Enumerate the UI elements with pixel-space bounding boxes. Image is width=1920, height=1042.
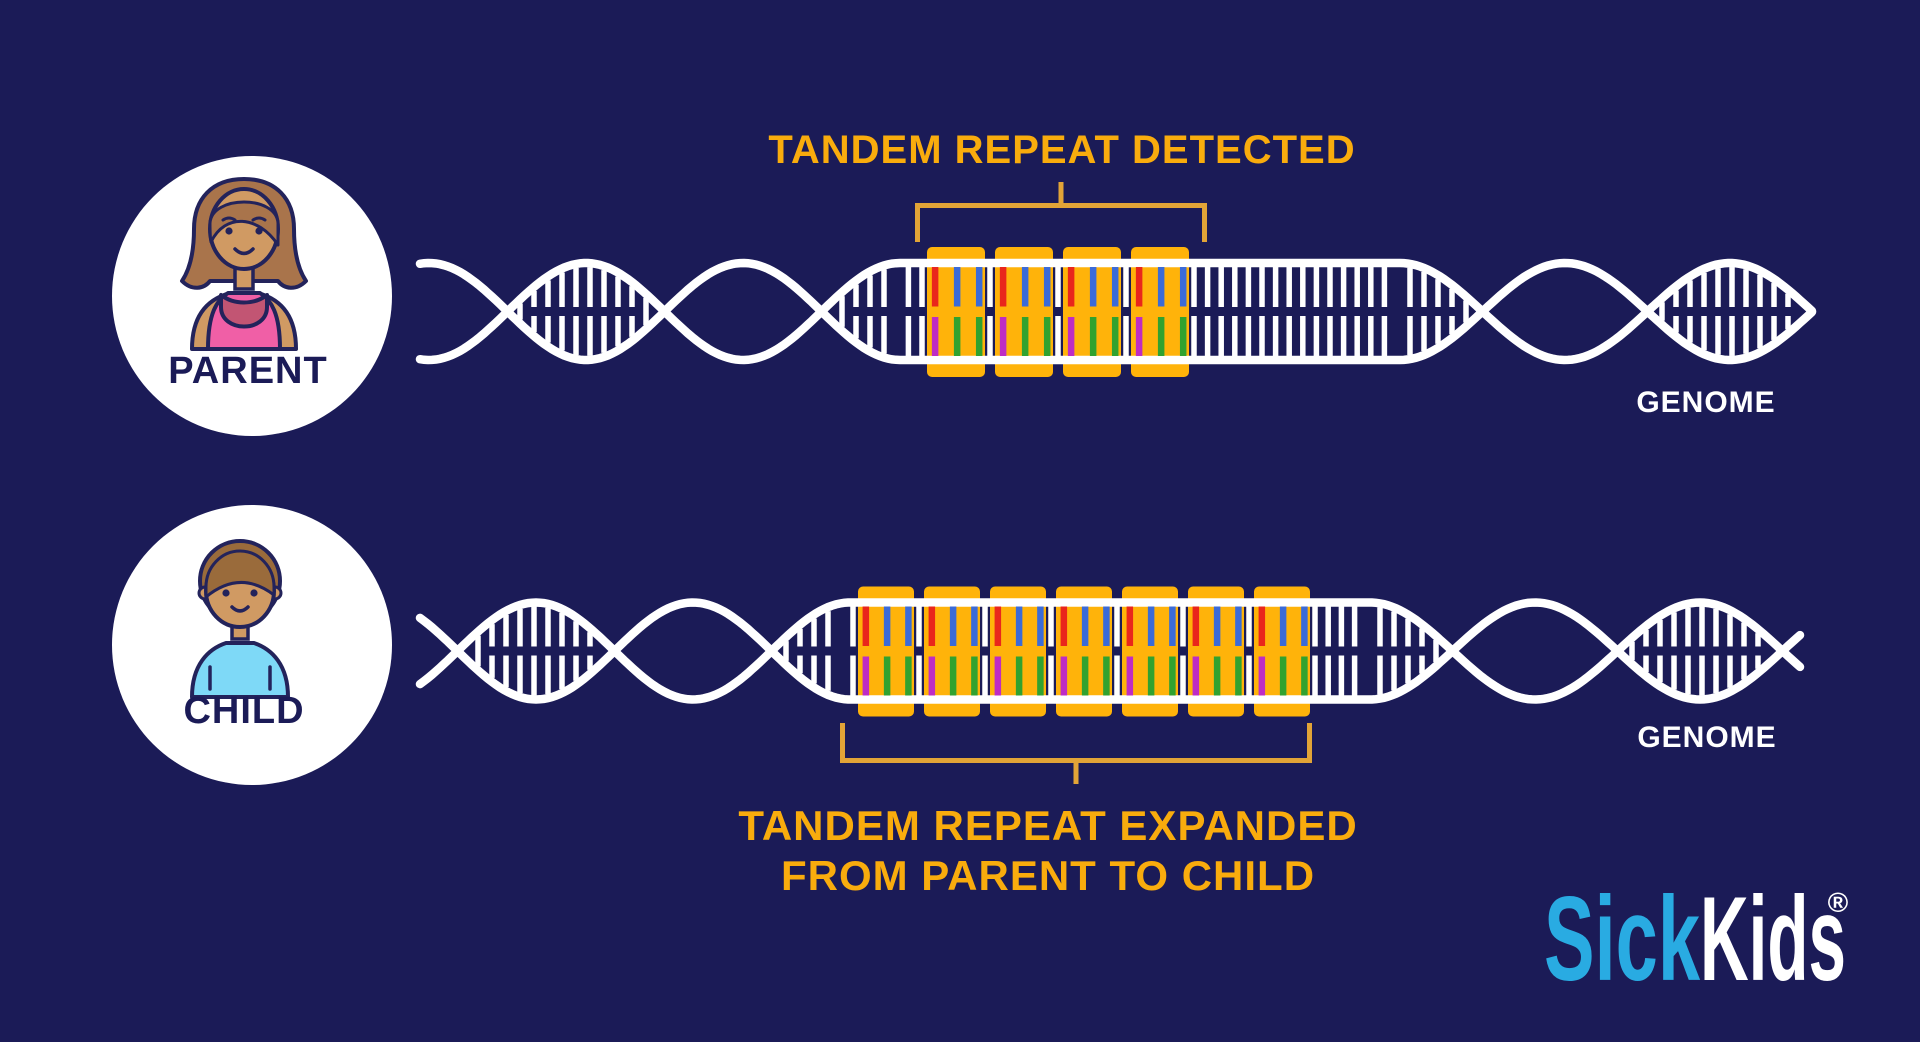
parent-dna-helix: [415, 247, 1817, 377]
parent-label: PARENT: [168, 350, 327, 392]
logo-registered-icon: ®: [1828, 887, 1849, 918]
child-eye: [250, 589, 258, 597]
child-shirt: [190, 641, 290, 699]
parent-genome-label: GENOME: [1636, 386, 1775, 419]
dna-strand: [415, 258, 1817, 365]
dna-strand: [415, 598, 1805, 704]
parent-annotation: TANDEM REPEAT DETECTED: [768, 128, 1355, 172]
repeat-block: [995, 247, 1053, 377]
parent-fringe: [208, 200, 280, 247]
child-repeat-bracket: [840, 723, 1312, 784]
child-dna-helix: [415, 586, 1805, 717]
repeat-base-pairs: [862, 606, 1308, 696]
child-fringe: [204, 549, 276, 599]
repeat-block: [924, 586, 980, 717]
repeat-block: [1188, 586, 1244, 717]
child-annotation-line2: FROM PARENT TO CHILD: [781, 852, 1315, 899]
child-annotation-line1: TANDEM REPEAT EXPANDED: [738, 802, 1357, 849]
dna-strand: [415, 598, 1805, 704]
parent-eyebrows: [251, 216, 267, 222]
repeat-block: [858, 586, 914, 717]
dna-strand: [415, 258, 1817, 365]
dna-strands: [415, 258, 1817, 365]
child-row: CHILD TANDEM REPEAT EXPANDED FROM PARENT…: [112, 505, 1805, 899]
child-genome-label: GENOME: [1637, 721, 1776, 754]
repeat-block: [1131, 247, 1189, 377]
repeat-base-pairs: [931, 267, 1187, 356]
parent-smile: [233, 247, 255, 256]
logo-kids: Kids: [1700, 872, 1846, 1006]
parent-row: PARENT TANDEM REPEAT DETECTED GENOME: [112, 128, 1817, 436]
repeat-block: [1122, 586, 1178, 717]
sickkids-logo: Sick Kids ®: [1544, 872, 1849, 1006]
parent-eye: [255, 227, 263, 235]
repeat-block: [1063, 247, 1121, 377]
repeat-block: [990, 586, 1046, 717]
logo-sick: Sick: [1544, 872, 1700, 1006]
repeat-block: [1056, 586, 1112, 717]
repeat-blocks: [858, 586, 1310, 717]
parent-shirt-neckline: [219, 293, 269, 329]
child-label: CHILD: [183, 690, 304, 732]
parent-repeat-bracket: [915, 182, 1207, 242]
repeat-blocks: [927, 247, 1189, 377]
repeat-block: [927, 247, 985, 377]
child-eye: [222, 589, 230, 597]
dna-strands: [415, 598, 1805, 704]
parent-avatar: [180, 177, 308, 351]
child-avatar: [190, 539, 290, 699]
child-smile: [230, 605, 250, 613]
repeat-block: [1254, 586, 1310, 717]
parent-eye: [225, 227, 233, 235]
parent-eyebrows: [221, 216, 237, 222]
